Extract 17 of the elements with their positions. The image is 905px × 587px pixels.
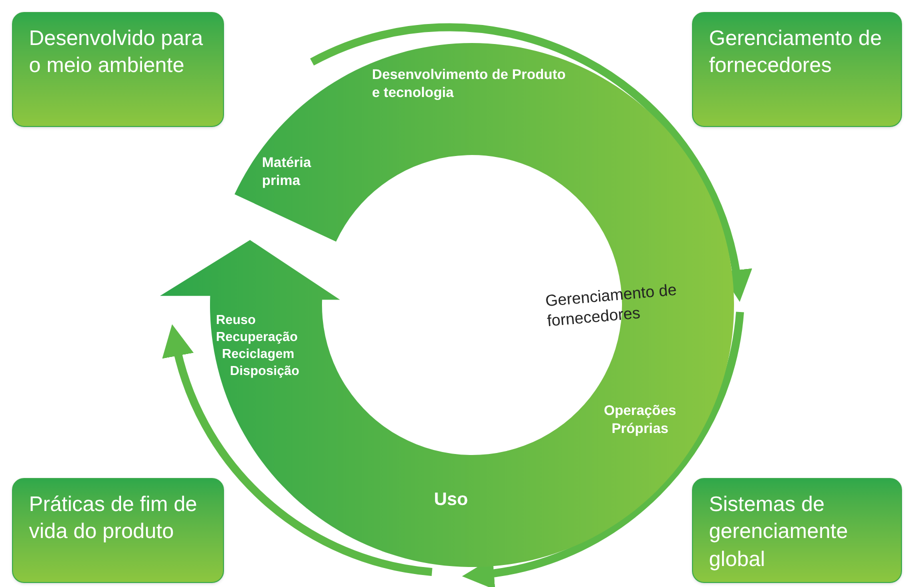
stage-label: Disposição	[230, 363, 300, 380]
box-text: Gerenciamento de fornecedores	[709, 26, 883, 80]
stage-label: Operações Próprias	[602, 402, 678, 437]
stage-label: Matéria prima	[262, 154, 312, 189]
info-box	[692, 12, 902, 127]
info-box	[12, 478, 224, 583]
info-box	[12, 12, 224, 127]
stage-label: Gerenciamento de fornecedores	[544, 280, 678, 332]
box-text: Desenvolvido para o meio ambiente	[29, 26, 204, 80]
stage-label: Recuperação	[216, 329, 299, 346]
info-box	[692, 478, 902, 583]
stage-label: Reuso	[216, 312, 257, 328]
stage-label: Reciclagem	[222, 346, 296, 362]
stage-label: Desenvolvimento de Produto e tecnologia	[372, 66, 567, 101]
box-text: Práticas de fim de vida do produto	[29, 492, 198, 546]
box-text: Sistemas de gerenciamente global	[709, 492, 849, 573]
stage-label: Uso	[434, 488, 470, 510]
